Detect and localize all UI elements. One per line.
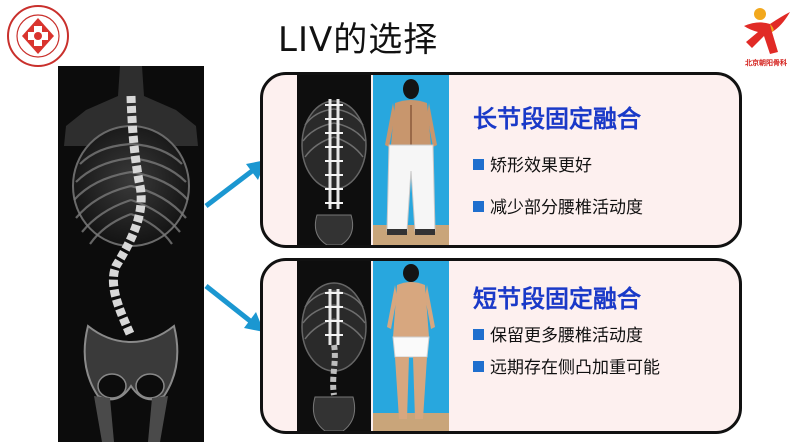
hospital-seal-icon (6, 4, 70, 68)
short-fusion-bullet-1: 保留更多腰椎活动度 (473, 321, 643, 346)
short-fusion-patient-photo (373, 261, 449, 431)
short-fusion-panel: 短节段固定融合 保留更多腰椎活动度 远期存在侧凸加重可能 (260, 258, 742, 434)
right-logo-caption: 北京朝阳骨科 (745, 59, 787, 67)
bullet-square-icon (473, 329, 484, 340)
long-fusion-title: 长节段固定融合 (473, 105, 641, 133)
long-fusion-xray (297, 75, 371, 245)
orthopedics-figure-logo (736, 4, 796, 70)
full-spine-xray (58, 66, 204, 442)
short-fusion-title: 短节段固定融合 (473, 285, 641, 313)
long-fusion-bullet-2: 减少部分腰椎活动度 (473, 193, 643, 218)
bullet-square-icon (473, 159, 484, 170)
bullet-square-icon (473, 201, 484, 212)
long-fusion-panel: 长节段固定融合 矫形效果更好 减少部分腰椎活动度 (260, 72, 742, 248)
long-fusion-patient-photo (373, 75, 449, 245)
bullet-square-icon (473, 361, 484, 372)
short-fusion-bullet-2: 远期存在侧凸加重可能 (473, 353, 660, 378)
short-fusion-xray (297, 261, 371, 431)
slide-title: LIV的选择 (278, 20, 439, 60)
arrow-to-short-fusion-icon (200, 280, 270, 340)
long-fusion-bullet-1: 矫形效果更好 (473, 151, 592, 176)
